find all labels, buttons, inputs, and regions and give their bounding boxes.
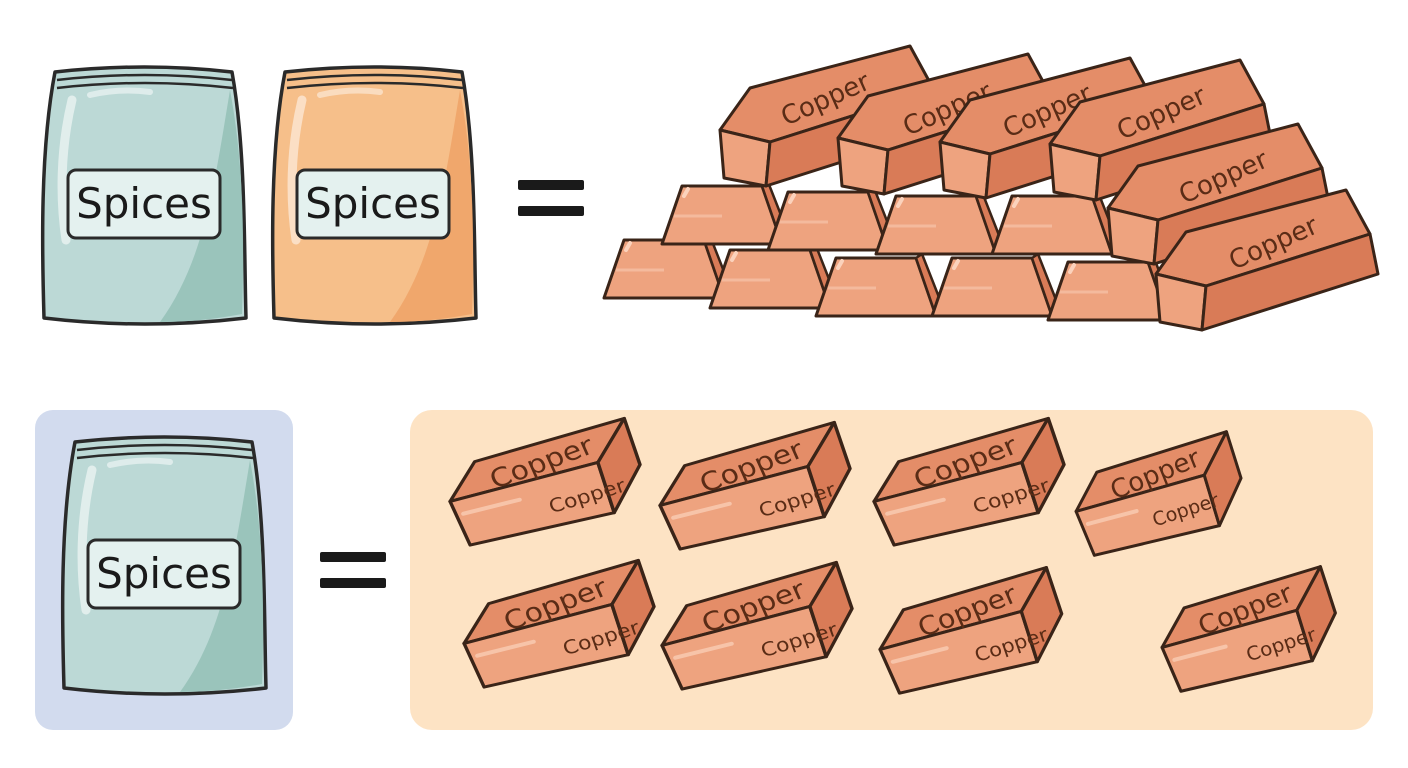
bag-label: Spices <box>305 179 441 228</box>
copper-bar: Copper <box>1154 188 1380 332</box>
copper-bar: Copper <box>1048 58 1274 202</box>
copper-pile: Copper Copper Copper Copper Copper Cop <box>602 44 1380 332</box>
equation-row-2: Spices Copper Copper Copper Copper Coppe… <box>35 410 1373 730</box>
spice-bag-blue: Spices <box>43 67 246 324</box>
copper-bar <box>660 180 792 246</box>
equals-sign <box>518 180 584 216</box>
spice-bag-orange: Spices <box>273 67 476 324</box>
bag-label: Spices <box>76 179 212 228</box>
copper-bar <box>930 252 1062 318</box>
equation-row-1: Spices Spices Copper <box>43 44 1380 332</box>
copper-bar: Copper Copper <box>1066 428 1251 559</box>
copper-bar: Copper <box>1106 122 1332 266</box>
copper-bar <box>990 190 1122 256</box>
copper-bar <box>708 244 840 310</box>
copper-bar <box>874 190 1006 256</box>
copper-bar <box>766 186 898 252</box>
bag-label-box <box>66 168 222 240</box>
bag-label-box <box>86 538 242 610</box>
copper-bar <box>814 252 946 318</box>
bag-label: Spices <box>96 549 232 598</box>
equals-sign <box>320 552 386 588</box>
bag-label-box <box>295 168 451 240</box>
spice-bag-blue: Spices <box>63 437 266 694</box>
